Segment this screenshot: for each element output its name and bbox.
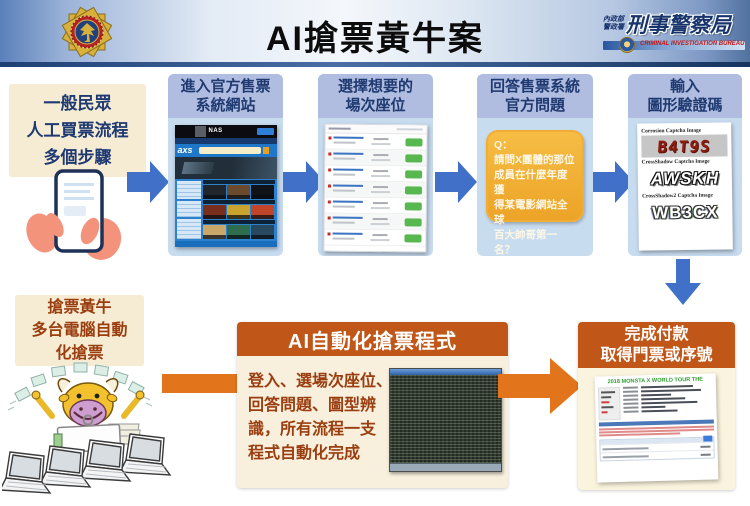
order-title: 2018 MONSTA X WORLD TOUR THE [607,376,704,386]
buy-button [405,138,423,147]
flow-arrow-3-icon [435,161,477,203]
buy-button [404,202,422,211]
order-confirmation-screenshot: 2018 MONSTA X WORLD TOUR THE [594,373,719,483]
cib-ministry-text: 內政部 警政署 [603,16,624,31]
step-panel-enter-captcha: 輸入圖形驗證碼 Corrosion Captcha Image B4T9S Cr… [628,74,742,256]
hero-image [174,157,277,179]
police-badge-icon [61,6,113,58]
buy-button [405,170,423,179]
step-panel-enter-website: 進入官方售票系統網站 NAS axs [168,74,283,256]
buy-button [405,154,423,163]
scalper-intro-box: 搶票黃牛 多台電腦自動 化搶票 [15,295,144,366]
captcha-image-corrosion: B4T9S [641,134,728,158]
step-title: 進入官方售票系統網站 [168,74,283,118]
step-panel-choose-seats: 選擇想要的場次座位 [318,74,433,256]
sidebar-links [176,181,201,241]
cib-mini-badge-icon [619,37,635,53]
captcha-label: Corrosion Captcha Image [641,128,702,135]
buy-button [404,234,422,243]
header-band: AI搶票黃牛案 內政部 警政署 刑事警察局 CRIMINAL INVESTIGA… [0,0,750,62]
ai-bot-box-title: AI自動化搶票程式 [237,322,508,356]
captcha-label: CrossShadow2 Captcha Image [642,192,713,200]
manual-flow-intro-box: 一般民眾 人工買票流程 多個步驟 [9,84,146,177]
page-title: AI搶票黃牛案 [266,20,484,58]
captcha-label: CrossShadow Captcha Image [641,158,710,166]
banner-button [256,128,274,135]
cib-logo: 內政部 警政署 刑事警察局 CRIMINAL INVESTIGATION BUR… [603,9,745,53]
search-button [262,147,269,154]
buy-button [404,218,422,227]
payment-result-title: 完成付款取得門票或序號 [578,322,735,368]
search-bar [198,147,261,154]
flow-arrow-2-icon [283,161,325,203]
cib-bar: CRIMINAL INVESTIGATION BUREAU [603,37,745,53]
scalper-bull-with-laptops-illustration [2,362,172,494]
ai-bot-description: 登入、選場次座位、 回答問題、圖型辨 識，所有流程一支 程式自動化完成 [248,373,393,462]
hands-holding-phone-illustration [26,169,122,260]
banner-artist-text: NAS [208,128,223,134]
flow-arrow-4-icon [592,161,634,203]
step-title: 選擇想要的場次座位 [318,74,433,118]
cib-english-name: CRIMINAL INVESTIGATION BUREAU [640,41,745,47]
buy-button [404,186,423,195]
captcha-image-crossshadow: AWSKH [650,168,720,188]
flow-arrow-down-icon [665,259,701,305]
bot-terminal-screenshot [389,368,502,472]
orange-arrow-icon [498,358,582,414]
payment-result-box: 完成付款取得門票或序號 2018 MONSTA X WORLD TOUR THE [578,322,735,490]
step-title: 回答售票系統官方問題 [477,74,593,118]
captcha-image-crossshadow2: WB3CX [652,202,719,222]
cib-bureau-text: 刑事警察局 [626,14,731,37]
ticketing-website-screenshot: NAS axs [174,125,277,247]
captcha-samples-screenshot: Corrosion Captcha Image B4T9S CrossShado… [637,122,733,251]
site-logo-text: axs [177,145,193,155]
step-panel-answer-question: 回答售票系統官方問題 Q： 請問X團體的那位 成員在什麼年度獲 得某電影網站全球… [477,74,593,256]
orange-connector-arrow-icon [162,374,242,393]
flow-arrow-1-icon [127,161,169,203]
ai-bot-box: AI自動化搶票程式 登入、選場次座位、 回答問題、圖型辨 識，所有流程一支 程式… [237,322,508,488]
step-title: 輸入圖形驗證碼 [628,74,742,118]
event-list-screenshot [323,123,428,253]
header-divider [0,62,750,67]
quiz-question-bubble: Q： 請問X團體的那位 成員在什麼年度獲 得某電影網站全球 百大帥哥第一名？ [486,130,584,256]
